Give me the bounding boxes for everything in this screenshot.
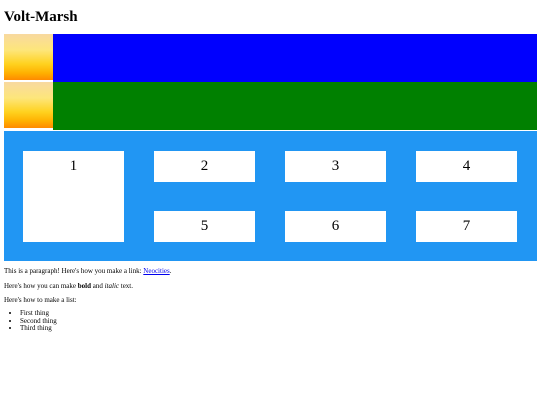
grid-cell-4: 4: [416, 151, 517, 182]
list-item: Second thing: [20, 317, 57, 326]
grid-cell-6: 6: [285, 211, 386, 242]
paragraph-intro: This is a paragraph! Here's how you make…: [4, 267, 171, 276]
grid-container: 1 2 3 4 5 6 7: [4, 131, 537, 261]
blue-band: [4, 34, 537, 82]
paragraph-list-intro: Here's how to make a list:: [4, 296, 77, 304]
page-title: Volt-Marsh: [4, 9, 78, 25]
formatting-text-start: Here's how you can make: [4, 282, 78, 290]
bullet-list: First thing Second thing Third thing: [4, 309, 57, 333]
list-item: Third thing: [20, 324, 57, 333]
grid-cell-2: 2: [154, 151, 255, 182]
formatting-text-middle: and: [91, 282, 105, 290]
grid-cell-1: 1: [23, 151, 124, 242]
paragraph-intro-text: This is a paragraph! Here's how you make…: [4, 267, 144, 275]
italic-text: italic: [104, 282, 119, 290]
bold-text: bold: [77, 282, 91, 290]
green-band: [4, 82, 537, 130]
grid-cell-7: 7: [416, 211, 517, 242]
grid-cell-5: 5: [154, 211, 255, 242]
paragraph-intro-end: .: [169, 267, 172, 275]
neocities-link[interactable]: Neocities: [143, 267, 170, 275]
paragraph-formatting: Here's how you can make bold and italic …: [4, 282, 133, 291]
sunset-image: [4, 34, 53, 82]
sunset-image: [4, 82, 53, 130]
grid-cell-3: 3: [285, 151, 386, 182]
formatting-text-end: text.: [119, 282, 133, 290]
list-item: First thing: [20, 309, 57, 318]
